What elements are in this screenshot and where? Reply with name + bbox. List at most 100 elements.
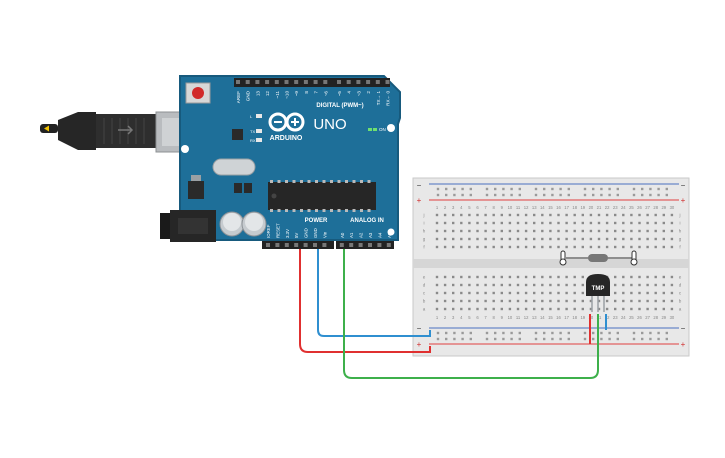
digital-pin-header[interactable]: [234, 78, 390, 87]
rail-plus-top-left: +: [417, 196, 422, 205]
tmp-sensor[interactable]: [586, 274, 610, 312]
column-number: 29: [661, 315, 666, 320]
column-number: 3: [452, 315, 455, 320]
column-number: 24: [621, 315, 626, 320]
digital-pin-label: RX← 0: [386, 91, 391, 106]
row-letter: j: [422, 213, 424, 218]
row-letter: i: [679, 221, 680, 226]
capacitor-2: [241, 211, 267, 237]
reset-button[interactable]: [185, 82, 211, 104]
power-label: POWER: [305, 218, 328, 224]
digital-pin-label: 7: [314, 91, 319, 94]
column-number: 26: [637, 315, 642, 320]
column-number: 14: [540, 315, 545, 320]
row-letter: a: [423, 307, 426, 312]
column-number: 5: [468, 315, 471, 320]
rail-plus-bottom-right: +: [681, 340, 686, 349]
crystal: [212, 158, 256, 176]
row-letter: j: [678, 213, 680, 218]
column-number: 16: [556, 205, 561, 210]
row-letter: f: [423, 245, 425, 250]
column-number: 18: [572, 315, 577, 320]
digital-pin-label: AREF: [236, 91, 241, 103]
on-label: ON: [379, 127, 386, 132]
column-number: 7: [484, 205, 487, 210]
thermometer-cold-icon: [559, 250, 567, 266]
temperature-slider[interactable]: [566, 254, 632, 262]
row-letter: d: [679, 283, 682, 288]
column-number: 9: [501, 315, 504, 320]
row-letter: b: [679, 299, 682, 304]
column-number: 9: [501, 205, 504, 210]
row-letter: g: [423, 237, 426, 242]
power-pin-label: RESET: [275, 223, 280, 238]
column-number: 28: [653, 205, 658, 210]
column-number: 27: [645, 205, 650, 210]
column-number: 14: [540, 205, 545, 210]
breadboard[interactable]: − + − + − + − +: [412, 177, 690, 357]
analog-pin-header[interactable]: [336, 241, 394, 249]
column-number: 16: [556, 315, 561, 320]
wire-gnd-blue[interactable]: [317, 249, 431, 337]
column-number: 17: [564, 205, 569, 210]
led-tx: [256, 129, 262, 133]
column-number: 12: [524, 205, 529, 210]
column-number: 11: [516, 205, 521, 210]
atmega-chip: [268, 182, 376, 210]
wire-a0-green[interactable]: [343, 249, 599, 379]
wire-5v-red[interactable]: [299, 249, 431, 353]
row-letter: c: [679, 291, 682, 296]
row-letter: h: [679, 229, 682, 234]
analog-pin-label: A3: [368, 232, 373, 238]
column-number: 6: [476, 315, 479, 320]
power-pin-label: GND: [304, 228, 309, 238]
column-number: 6: [476, 205, 479, 210]
led-tx-label: TX: [250, 129, 255, 134]
row-letter: g: [679, 237, 682, 242]
rail-minus-bottom-right: −: [681, 324, 686, 333]
column-number: 29: [661, 205, 666, 210]
column-number: 28: [653, 315, 658, 320]
column-number: 18: [572, 205, 577, 210]
led-l-label: L: [250, 114, 253, 119]
model-label: UNO: [313, 116, 346, 133]
row-letter: c: [423, 291, 426, 296]
column-number: 3: [452, 205, 455, 210]
digital-pin-label: ~11: [275, 91, 280, 99]
digital-pin-label: 8: [304, 91, 309, 94]
column-number: 22: [605, 205, 610, 210]
power-pin-label: IOREF: [266, 224, 271, 238]
column-number: 25: [629, 315, 634, 320]
column-number: 15: [548, 315, 553, 320]
row-letter: d: [423, 283, 426, 288]
column-number: 11: [516, 315, 521, 320]
column-number: 27: [645, 315, 650, 320]
digital-pin-label: ~3: [356, 91, 361, 97]
row-letter: a: [679, 307, 682, 312]
column-number: 10: [508, 205, 513, 210]
digital-pin-label: GND: [246, 90, 251, 101]
column-number: 13: [532, 315, 537, 320]
power-jack[interactable]: [160, 210, 216, 242]
column-number: 4: [460, 315, 463, 320]
brand-label: ARDUINO: [270, 135, 303, 142]
column-number: 13: [532, 205, 537, 210]
column-number: 25: [629, 205, 634, 210]
digital-pin-label: 12: [265, 91, 270, 97]
column-number: 2: [444, 205, 447, 210]
column-number: 7: [484, 315, 487, 320]
column-number: 1: [436, 315, 439, 320]
column-number: 21: [597, 315, 602, 320]
column-number: 10: [508, 315, 513, 320]
column-number: 20: [589, 315, 594, 320]
digital-pin-label: 4: [347, 91, 352, 94]
led-rx: [256, 138, 262, 142]
column-number: 8: [493, 205, 496, 210]
row-letter: e: [679, 275, 682, 280]
power-pin-label: 5V: [294, 233, 299, 238]
column-number: 19: [580, 205, 585, 210]
column-number: 22: [605, 315, 610, 320]
led-l: [256, 114, 262, 118]
